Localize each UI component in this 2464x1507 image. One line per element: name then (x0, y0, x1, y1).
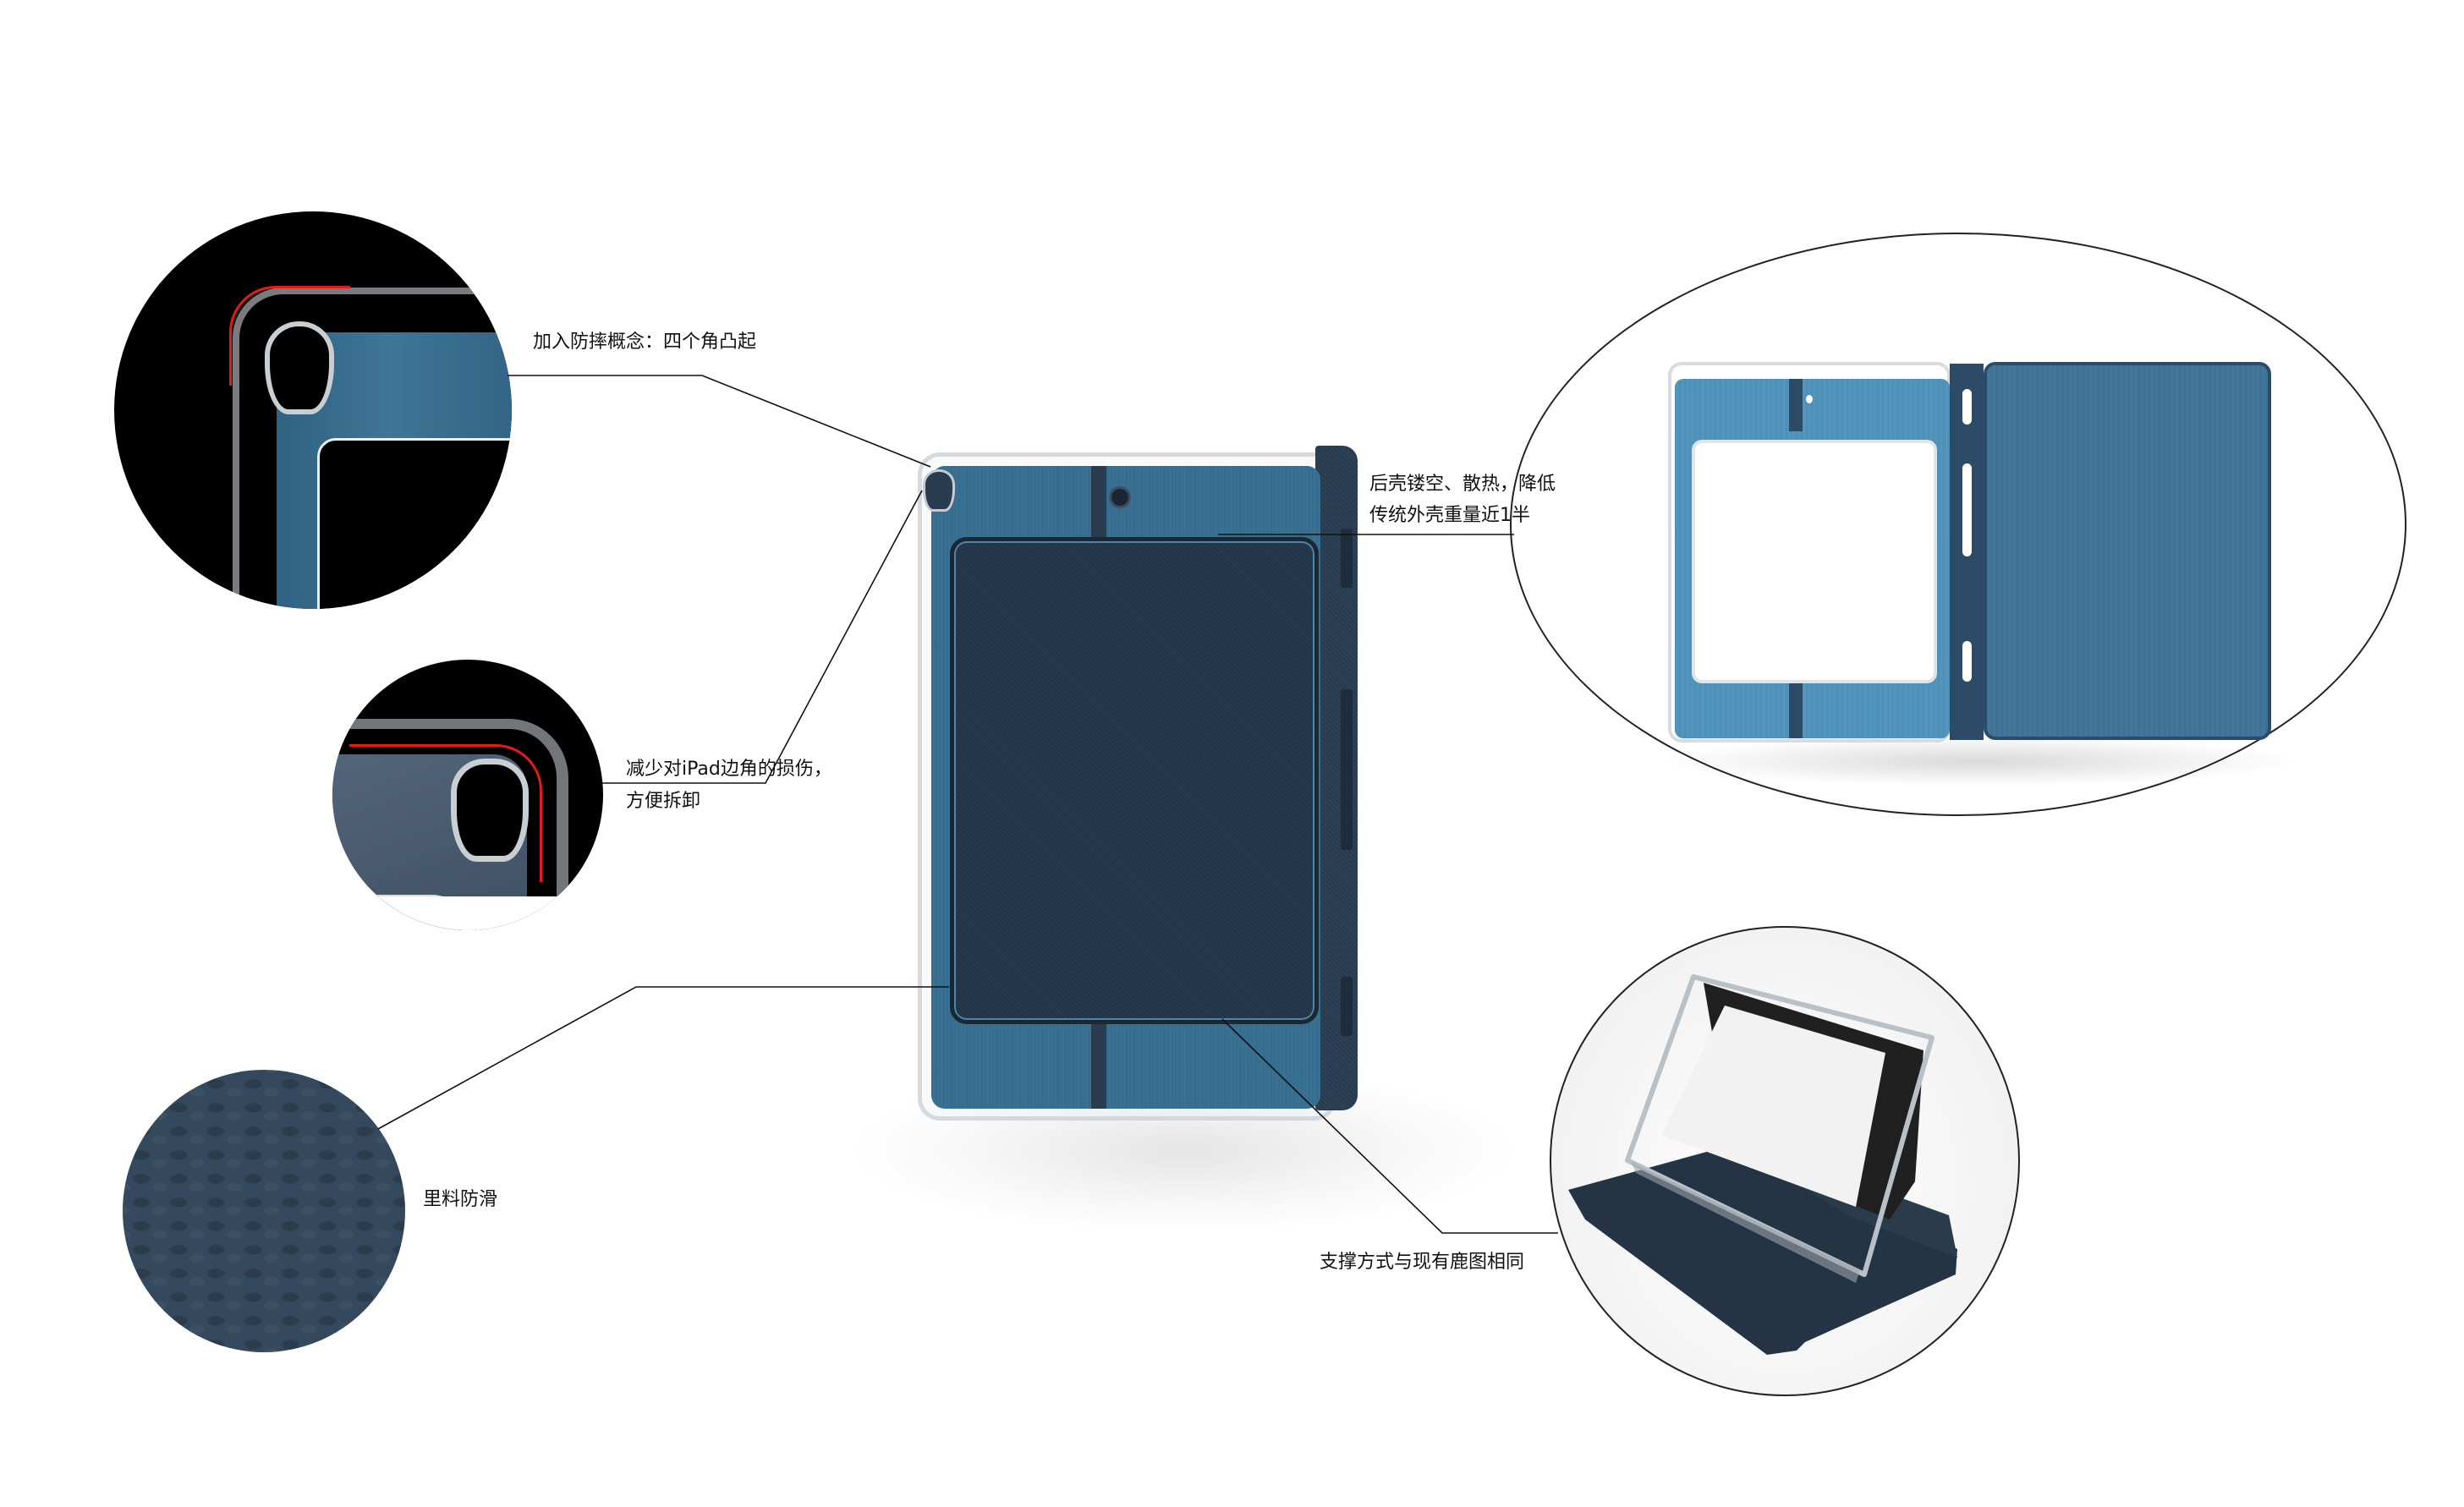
leader-line-edge (602, 490, 923, 784)
clear-shell-outline (1625, 974, 1934, 1277)
texture-dots (123, 1070, 405, 1352)
annotation-edge-protection-line1: 减少对iPad边角的损伤， (626, 759, 832, 780)
opened-case-shadow (1658, 736, 2301, 786)
bumper-highlight-line (229, 286, 350, 386)
frame-window (1692, 440, 1937, 683)
frame-split-bottom (1789, 683, 1803, 738)
hinge-slot (1962, 389, 1972, 425)
case-back-render (918, 436, 1358, 1121)
annotation-stand-method: 支撑方式与现有鹿图相同 (1320, 1252, 1525, 1273)
stand-mode-view (1550, 926, 2020, 1396)
frame-split-top (1091, 466, 1106, 537)
stand-mode-render (1568, 974, 1957, 1355)
hollow-back-panel (950, 537, 1319, 1024)
corner-hole-icon (923, 469, 955, 512)
spine-notch (1341, 977, 1353, 1036)
spine-notch (1341, 689, 1353, 850)
camera-cutout-icon (1109, 486, 1131, 508)
corner-detail-view (114, 211, 512, 609)
hinge-slot (1962, 641, 1972, 682)
annotation-edge-protection-line2: 方便拆卸 (626, 791, 701, 812)
frame-opening (317, 438, 512, 609)
circle-crop-edge (332, 896, 603, 930)
frame-window (1661, 1006, 1885, 1207)
camera-dot-icon (1806, 395, 1813, 403)
front-cover (1984, 362, 2271, 740)
corner-closeup-view (332, 660, 603, 930)
hinge-slot (1962, 463, 1972, 556)
annotation-hollow-back-line2: 传统外壳重量近1半 (1369, 505, 1530, 526)
shell-bottom-edge (1632, 1163, 1860, 1283)
annotation-hollow-back-line1: 后壳镂空、散热，降低 (1369, 474, 1556, 495)
bumper-highlight-line (349, 744, 542, 882)
annotation-corner-bumpers: 加入防摔概念：四个角凸起 (533, 332, 757, 353)
annotation-anti-slip-lining: 里料防滑 (423, 1189, 498, 1210)
frame-split-bottom (1091, 1016, 1106, 1109)
clear-bumper-edge (233, 288, 512, 609)
lining-texture-swatch (123, 1070, 405, 1352)
clear-bumper-edge (332, 719, 568, 930)
cover-base (1568, 1143, 1957, 1355)
frame-split-top (1789, 379, 1803, 431)
opened-case-view (1510, 233, 2406, 816)
leader-line-corner (508, 375, 931, 468)
spine-notch (1341, 529, 1353, 588)
